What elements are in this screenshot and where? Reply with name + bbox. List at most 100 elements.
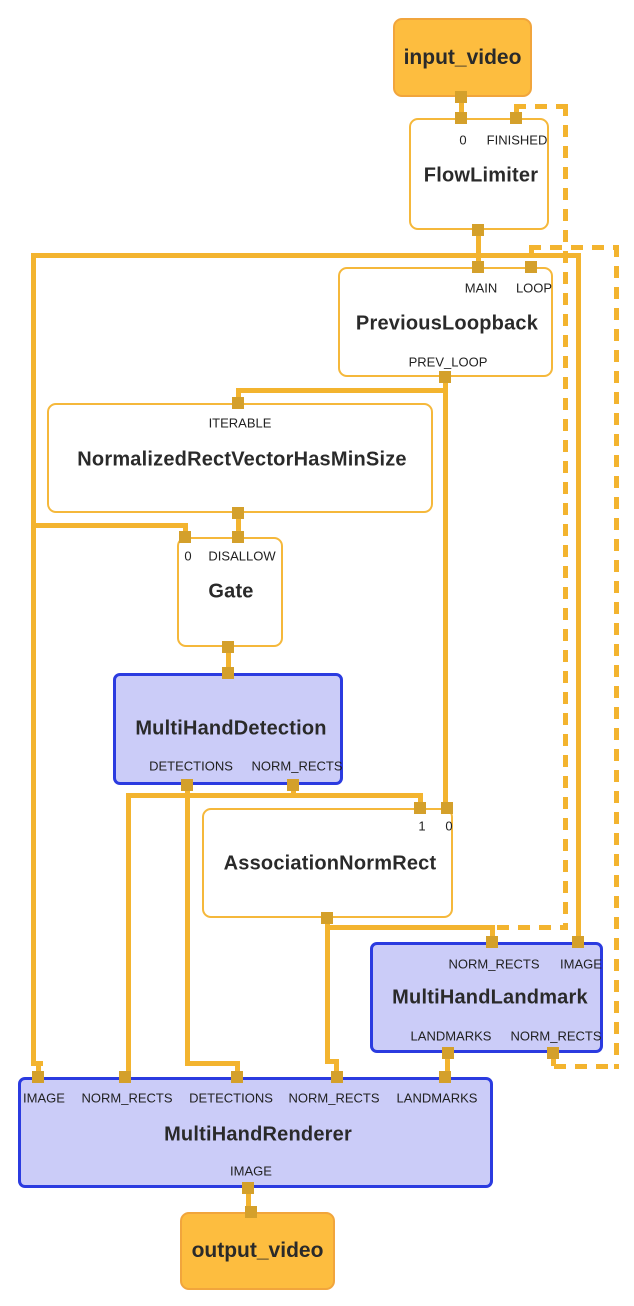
node-title: MultiHandDetection: [135, 717, 327, 740]
edge-assoc-renderer-stub-v: [334, 1059, 339, 1077]
port-label-image-in: IMAGE: [23, 1090, 65, 1106]
edge-detections-v: [185, 785, 190, 1066]
node-normalized-rect-vector-has-min-size[interactable]: ITERABLE NormalizedRectVectorHasMinSize: [47, 403, 433, 513]
edge-input-to-flowlimiter: [459, 97, 464, 118]
edge-gate-to-detection: [226, 647, 231, 673]
edge-landmark-image-v: [576, 253, 581, 942]
port-assoc-in0: [441, 802, 453, 814]
edge-minsize-to-disallow: [236, 513, 241, 537]
port-label-image-in: IMAGE: [560, 956, 602, 972]
node-output-video[interactable]: output_video: [180, 1212, 335, 1290]
edge-normrects-left-v: [126, 793, 131, 1077]
node-title: PreviousLoopback: [355, 312, 539, 335]
port-minsize-out: [232, 507, 244, 519]
edge-finished-backedge-v: [563, 104, 568, 930]
node-title: Gate: [208, 580, 254, 603]
port-label-norm-rects-in: NORM_RECTS: [81, 1090, 173, 1106]
port-landmark-landmarks-out: [442, 1047, 454, 1059]
port-flowlimiter-finished: [510, 112, 522, 124]
edge-renderer-to-output: [246, 1188, 251, 1212]
node-title: MultiHandLandmark: [392, 986, 588, 1009]
port-label-in1: 1: [418, 818, 426, 834]
port-assoc-out: [321, 912, 333, 924]
edge-renderer-image-stub-v: [36, 1061, 41, 1077]
edge-landmark-normrects-stub-v: [490, 925, 495, 942]
port-flowlimiter-in0: [455, 112, 467, 124]
node-input-video[interactable]: input_video: [393, 18, 532, 97]
edge-loop-bottom-h: [554, 1064, 616, 1069]
port-label-landmarks-in: LANDMARKS: [396, 1090, 478, 1106]
port-label-loop: LOOP: [515, 280, 553, 296]
edge-loop-backedge-v: [614, 245, 619, 1069]
port-label-in0: 0: [459, 132, 467, 148]
port-loopback-prevloop: [439, 371, 451, 383]
port-renderer-image-in: [32, 1071, 44, 1083]
edge-finished-bottom-h: [497, 925, 563, 930]
edge-iterable-branch-h: [236, 388, 448, 393]
port-label-in0: 0: [184, 548, 192, 564]
edge-assoc-jog-h: [325, 1059, 339, 1064]
edge-loop-top-h: [529, 245, 619, 250]
port-landmark-normrects-in: [486, 936, 498, 948]
port-label-norm-rects2-in: NORM_RECTS: [288, 1090, 380, 1106]
port-detection-in: [222, 667, 234, 679]
port-renderer-normrects-in: [119, 1071, 131, 1083]
edge-detections-jog-h: [185, 1061, 240, 1066]
port-label-iterable: ITERABLE: [208, 415, 272, 431]
edge-finished-top-h: [514, 104, 568, 109]
node-title: FlowLimiter: [423, 164, 539, 187]
port-output-video-in: [245, 1206, 257, 1218]
node-title: input_video: [403, 45, 522, 69]
edge-prevloop-v: [443, 377, 448, 808]
port-landmark-image-in: [572, 936, 584, 948]
node-title: AssociationNormRect: [223, 852, 437, 875]
port-gate-in0: [179, 531, 191, 543]
node-multi-hand-landmark[interactable]: NORM_RECTS IMAGE MultiHandLandmark LANDM…: [370, 942, 603, 1053]
port-label-landmarks-out: LANDMARKS: [410, 1028, 492, 1044]
edge-throttled-bus-left-v: [31, 253, 36, 1065]
port-label-detections-in: DETECTIONS: [189, 1090, 273, 1106]
node-previous-loopback[interactable]: MAIN LOOP PreviousLoopback PREV_LOOP: [338, 267, 553, 377]
edge-finished-stub-v: [514, 104, 519, 118]
port-label-in0: 0: [445, 818, 453, 834]
port-label-image-out: IMAGE: [230, 1163, 272, 1179]
edge-loop-stub-v: [529, 245, 534, 267]
port-label-disallow: DISALLOW: [208, 548, 276, 564]
port-label-prev-loop: PREV_LOOP: [408, 354, 488, 370]
port-label-norm-rects-in: NORM_RECTS: [448, 956, 540, 972]
node-flow-limiter[interactable]: 0 FINISHED FlowLimiter: [409, 118, 549, 230]
edge-assoc-bus-h: [325, 925, 495, 930]
node-multi-hand-detection[interactable]: MultiHandDetection DETECTIONS NORM_RECTS: [113, 673, 343, 785]
node-title: output_video: [191, 1239, 324, 1262]
port-loopback-main: [472, 261, 484, 273]
port-renderer-landmarks-in: [439, 1071, 451, 1083]
port-loopback-loop: [525, 261, 537, 273]
port-minsize-iterable: [232, 397, 244, 409]
edge-gate-branch-h: [31, 523, 188, 528]
port-label-detections: DETECTIONS: [149, 758, 233, 774]
edge-landmarks-v: [445, 1053, 450, 1077]
edge-throttled-bus-h: [31, 253, 581, 258]
port-detection-detections: [181, 779, 193, 791]
node-title: NormalizedRectVectorHasMinSize: [77, 448, 407, 471]
port-flowlimiter-out: [472, 224, 484, 236]
port-assoc-in1: [414, 802, 426, 814]
port-renderer-detections-in: [231, 1071, 243, 1083]
edge-iterable-stub-v: [236, 388, 241, 403]
port-renderer-image-out: [242, 1182, 254, 1194]
port-landmark-normrects-out: [547, 1047, 559, 1059]
edge-assoc-down-v: [325, 925, 330, 1063]
port-label-main: MAIN: [464, 280, 498, 296]
node-association-norm-rect[interactable]: 1 0 AssociationNormRect: [202, 808, 453, 918]
edge-flowlimiter-to-main: [476, 230, 481, 267]
edge-gate-in0-stub-v: [183, 523, 188, 537]
node-gate[interactable]: 0 DISALLOW Gate: [177, 537, 283, 647]
edge-detections-stub-v: [235, 1061, 240, 1077]
node-title: MultiHandRenderer: [164, 1123, 352, 1146]
edge-loopback-out-stub-v: [551, 1053, 556, 1066]
node-multi-hand-renderer[interactable]: IMAGE NORM_RECTS DETECTIONS NORM_RECTS L…: [18, 1077, 493, 1188]
port-label-finished: FINISHED: [486, 132, 548, 148]
port-input-video-out: [455, 91, 467, 103]
edge-normrects-bus-h: [126, 793, 423, 798]
